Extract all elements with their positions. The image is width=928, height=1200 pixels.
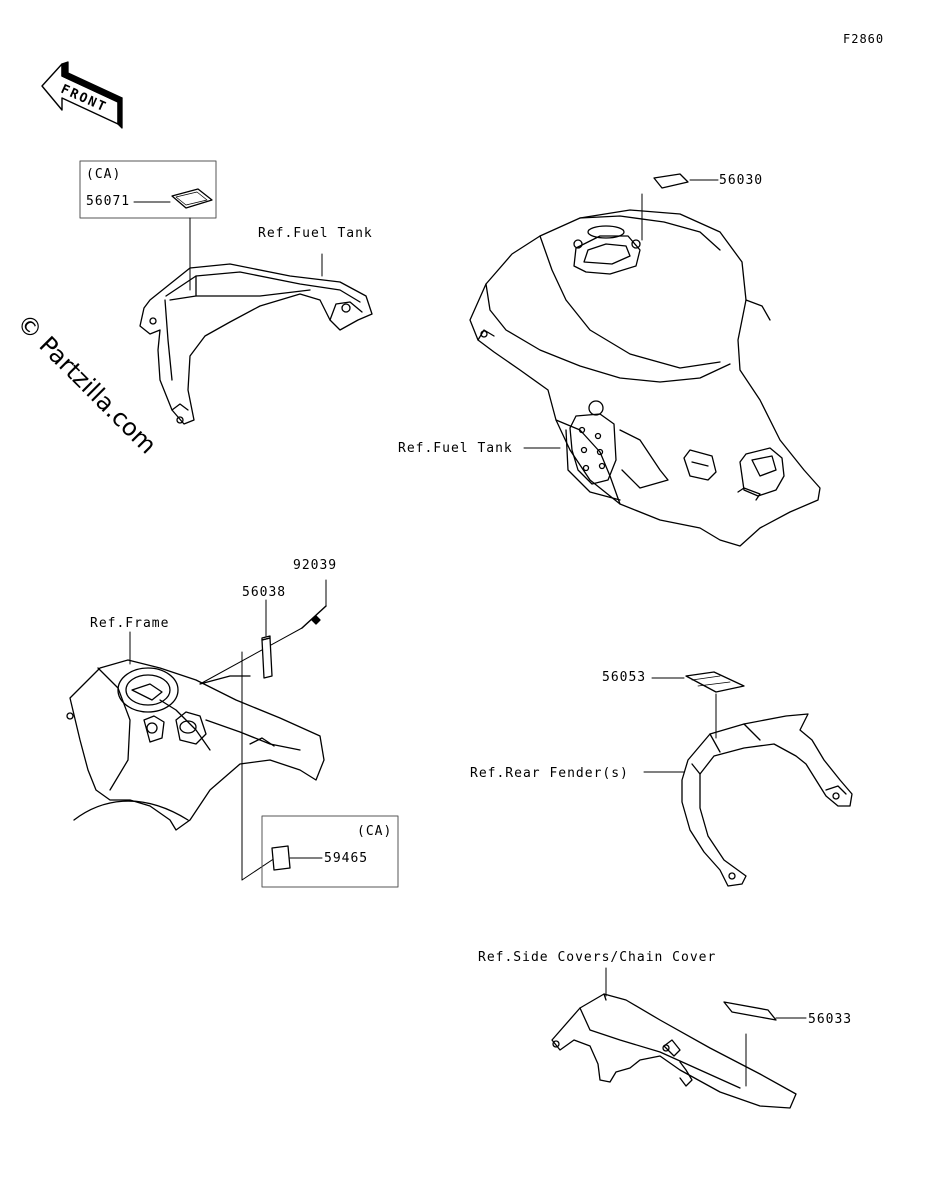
figure-code: F2860 bbox=[843, 32, 885, 46]
ref-side-covers: Ref.Side Covers/Chain Cover bbox=[478, 950, 717, 965]
ca-label-bottom: (CA) bbox=[357, 824, 393, 839]
part-number-56038[interactable]: 56038 bbox=[242, 585, 287, 600]
ca-box-top bbox=[79, 160, 217, 219]
rear-fender-part bbox=[681, 713, 853, 887]
label-59465-shape bbox=[271, 845, 291, 871]
label-56038-part bbox=[261, 635, 273, 679]
ca-label-top: (CA) bbox=[86, 167, 122, 182]
label-56053-part bbox=[685, 671, 745, 693]
ref-rear-fender: Ref.Rear Fender(s) bbox=[470, 766, 629, 781]
part-number-56033[interactable]: 56033 bbox=[808, 1012, 853, 1027]
fuel-tank-cover-part bbox=[139, 253, 373, 425]
ca-box-bottom bbox=[261, 815, 399, 888]
part-number-56053[interactable]: 56053 bbox=[602, 670, 647, 685]
label-56030-shape bbox=[653, 173, 689, 189]
bolt-92039-part bbox=[301, 605, 327, 629]
part-number-56030[interactable]: 56030 bbox=[719, 173, 764, 188]
part-number-92039[interactable]: 92039 bbox=[293, 558, 338, 573]
front-arrow-icon: FRONT bbox=[41, 61, 123, 129]
fuel-tank-part bbox=[469, 209, 821, 547]
chain-cover-part bbox=[551, 993, 797, 1109]
ref-fuel-tank-top: Ref.Fuel Tank bbox=[258, 226, 373, 241]
label-56071-shape bbox=[171, 188, 213, 209]
label-56033-shape bbox=[723, 1001, 777, 1021]
ref-frame: Ref.Frame bbox=[90, 616, 170, 631]
part-number-56071[interactable]: 56071 bbox=[86, 194, 131, 209]
ref-fuel-tank-mid: Ref.Fuel Tank bbox=[398, 441, 513, 456]
frame-part bbox=[66, 659, 325, 831]
part-number-59465[interactable]: 59465 bbox=[324, 851, 369, 866]
